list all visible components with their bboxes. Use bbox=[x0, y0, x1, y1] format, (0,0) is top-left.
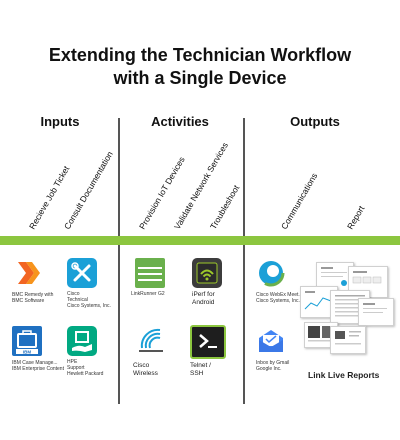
label-troubleshoot: Troubleshoot bbox=[208, 183, 242, 231]
activities-heading: Activities bbox=[151, 114, 209, 129]
outputs-heading: Outputs bbox=[290, 114, 340, 129]
ibm-case-icon: IBM bbox=[12, 326, 42, 356]
divider-activities-outputs bbox=[243, 118, 245, 404]
bmc-logo-icon bbox=[12, 258, 42, 288]
hpe-support-icon bbox=[67, 326, 97, 356]
inbox-icon bbox=[256, 326, 286, 356]
timeline-band bbox=[0, 236, 400, 245]
report-caption: Link Live Reports bbox=[308, 370, 380, 380]
webex-meetings-icon bbox=[256, 258, 286, 288]
cisco-technical-icon bbox=[67, 258, 97, 288]
report-page-7 bbox=[330, 326, 366, 354]
caption-ibm-case-manager: IBM Case Manage...IBM Enterprise Content bbox=[12, 360, 64, 372]
iperf-icon bbox=[192, 258, 222, 288]
terminal-icon bbox=[190, 325, 226, 359]
inputs-heading: Inputs bbox=[40, 114, 80, 129]
title-line-2: with a Single Device bbox=[113, 68, 287, 88]
label-communications: Communications bbox=[279, 171, 320, 231]
report-collage bbox=[296, 260, 396, 360]
label-consult-documentation: Consult Documentation bbox=[62, 149, 115, 231]
label-report: Report bbox=[345, 203, 367, 231]
diagram-title: Extending the Technician Workflow with a… bbox=[0, 44, 400, 90]
svg-text:IBM: IBM bbox=[23, 350, 32, 355]
caption-linkrunner: LinkRunner G2 bbox=[131, 291, 165, 297]
report-page-5 bbox=[358, 298, 394, 326]
cisco-wireless-icon bbox=[136, 324, 166, 354]
title-line-1: Extending the Technician Workflow bbox=[48, 45, 352, 65]
linkrunner-icon bbox=[135, 258, 165, 288]
caption-telnet-ssh: Telnet /SSH bbox=[190, 362, 211, 377]
caption-webex-meetings: Cisco WebEx Meet...Cisco Systems, Inc. bbox=[256, 292, 303, 304]
divider-inputs-activities bbox=[118, 118, 120, 404]
